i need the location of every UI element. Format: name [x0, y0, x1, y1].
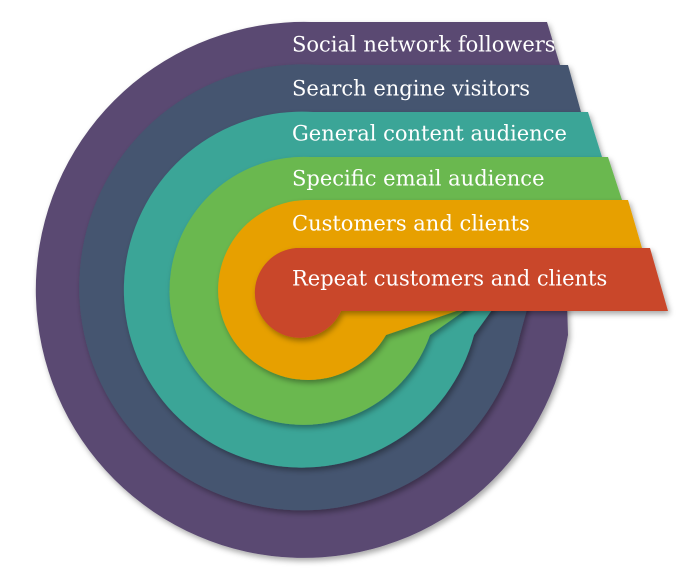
layer-label: Search engine visitors [292, 77, 530, 101]
layer-label: General content audience [292, 122, 567, 146]
layer-label: Specific email audience [292, 167, 545, 191]
layer-label: Customers and clients [292, 212, 530, 236]
layer-shape [254, 248, 668, 338]
layer-label: Social network followers [292, 33, 556, 57]
layer-label: Repeat customers and clients [292, 267, 607, 291]
layer-repeat-customers-and-clients: Repeat customers and clients [254, 248, 668, 338]
